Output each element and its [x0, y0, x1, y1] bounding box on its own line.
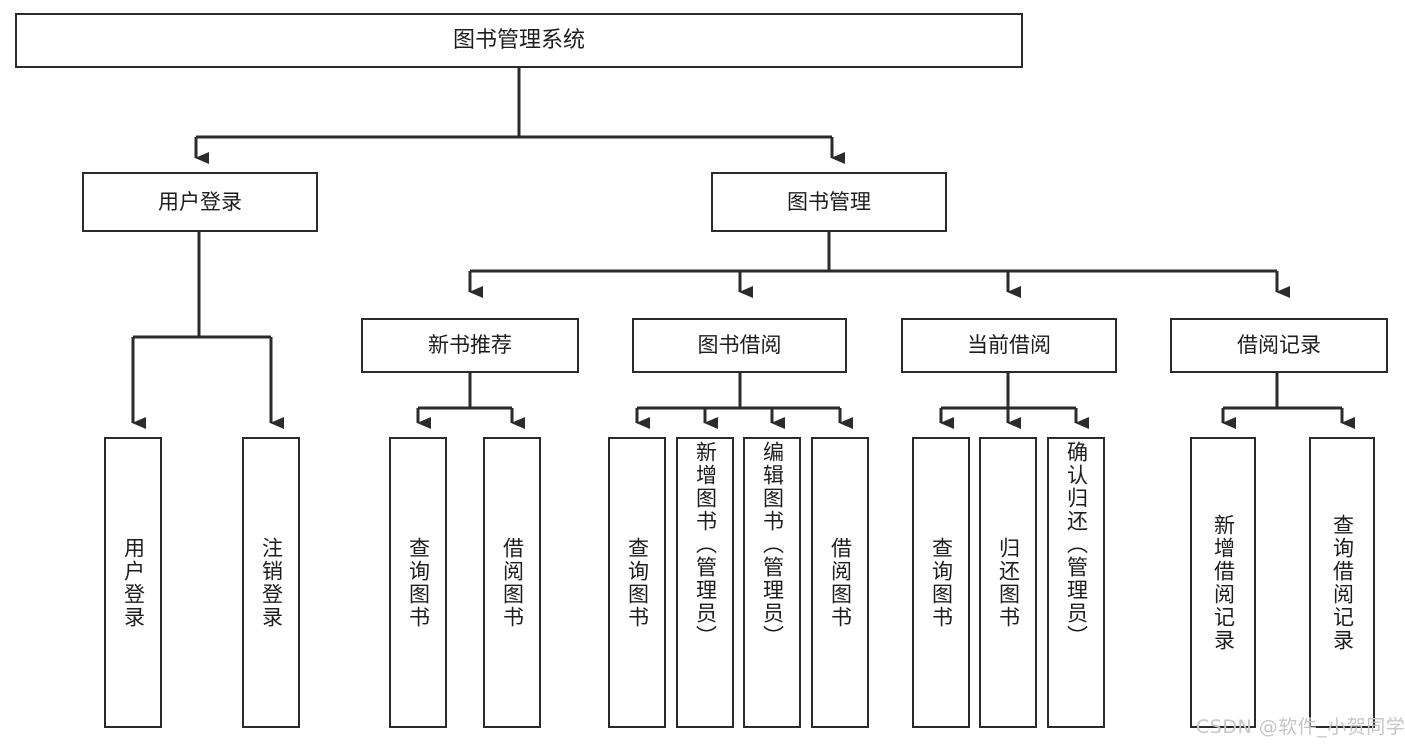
node-book-management[interactable]: 图书管理: [711, 172, 947, 232]
leaf-borrow-book[interactable]: 借阅图书: [811, 437, 869, 728]
leaf-query-borrow-record[interactable]: 查询借阅记录: [1309, 437, 1375, 728]
node-label: 查询图书: [625, 536, 650, 629]
node-label: 查询图书: [406, 536, 431, 629]
leaf-borrow-books-recommend[interactable]: 借阅图书: [483, 437, 541, 728]
node-new-book-recommendation[interactable]: 新书推荐: [361, 318, 579, 373]
node-borrow-records[interactable]: 借阅记录: [1170, 318, 1388, 373]
node-label: 新书推荐: [428, 333, 512, 358]
node-label: 借阅图书: [500, 536, 525, 629]
node-label: 借阅图书: [828, 536, 853, 629]
node-label: 用户登录: [121, 536, 146, 629]
node-label: 注销登录: [259, 536, 284, 629]
node-label: 用户登录: [158, 189, 242, 214]
node-label: 归还图书: [996, 536, 1021, 629]
csdn-watermark: CSDN @软件_小贺同学: [1196, 716, 1405, 738]
leaf-return-book[interactable]: 归还图书: [979, 437, 1037, 728]
node-label: 当前借阅: [967, 333, 1051, 358]
leaf-query-books-borrow[interactable]: 查询图书: [608, 437, 666, 728]
node-label: 确认归还（管理员）: [1064, 441, 1089, 648]
node-label: 图书管理: [787, 189, 871, 214]
leaf-user-login[interactable]: 用户登录: [104, 437, 162, 728]
leaf-edit-book-admin[interactable]: 编辑图书（管理员）: [743, 437, 801, 728]
node-root[interactable]: 图书管理系统: [15, 13, 1023, 68]
node-label: 图书管理系统: [452, 27, 585, 53]
node-user-login[interactable]: 用户登录: [82, 172, 318, 232]
leaf-confirm-return-admin[interactable]: 确认归还（管理员）: [1047, 437, 1105, 728]
leaf-add-borrow-record[interactable]: 新增借阅记录: [1190, 437, 1256, 728]
leaf-logout[interactable]: 注销登录: [242, 437, 300, 728]
node-label: 新增借阅记录: [1211, 513, 1236, 652]
leaf-query-books-current[interactable]: 查询图书: [912, 437, 970, 728]
node-label: 借阅记录: [1237, 333, 1321, 358]
node-label: 图书借阅: [697, 333, 782, 358]
leaf-add-book-admin[interactable]: 新增图书（管理员）: [676, 437, 734, 728]
node-label: 编辑图书（管理员）: [760, 441, 785, 648]
node-label: 查询借阅记录: [1330, 513, 1355, 652]
node-label: 查询图书: [929, 536, 954, 629]
leaf-query-books-recommend[interactable]: 查询图书: [389, 437, 447, 728]
node-current-borrowing[interactable]: 当前借阅: [901, 318, 1117, 373]
node-book-borrowing[interactable]: 图书借阅: [632, 318, 847, 373]
node-label: 新增图书（管理员）: [693, 441, 718, 648]
